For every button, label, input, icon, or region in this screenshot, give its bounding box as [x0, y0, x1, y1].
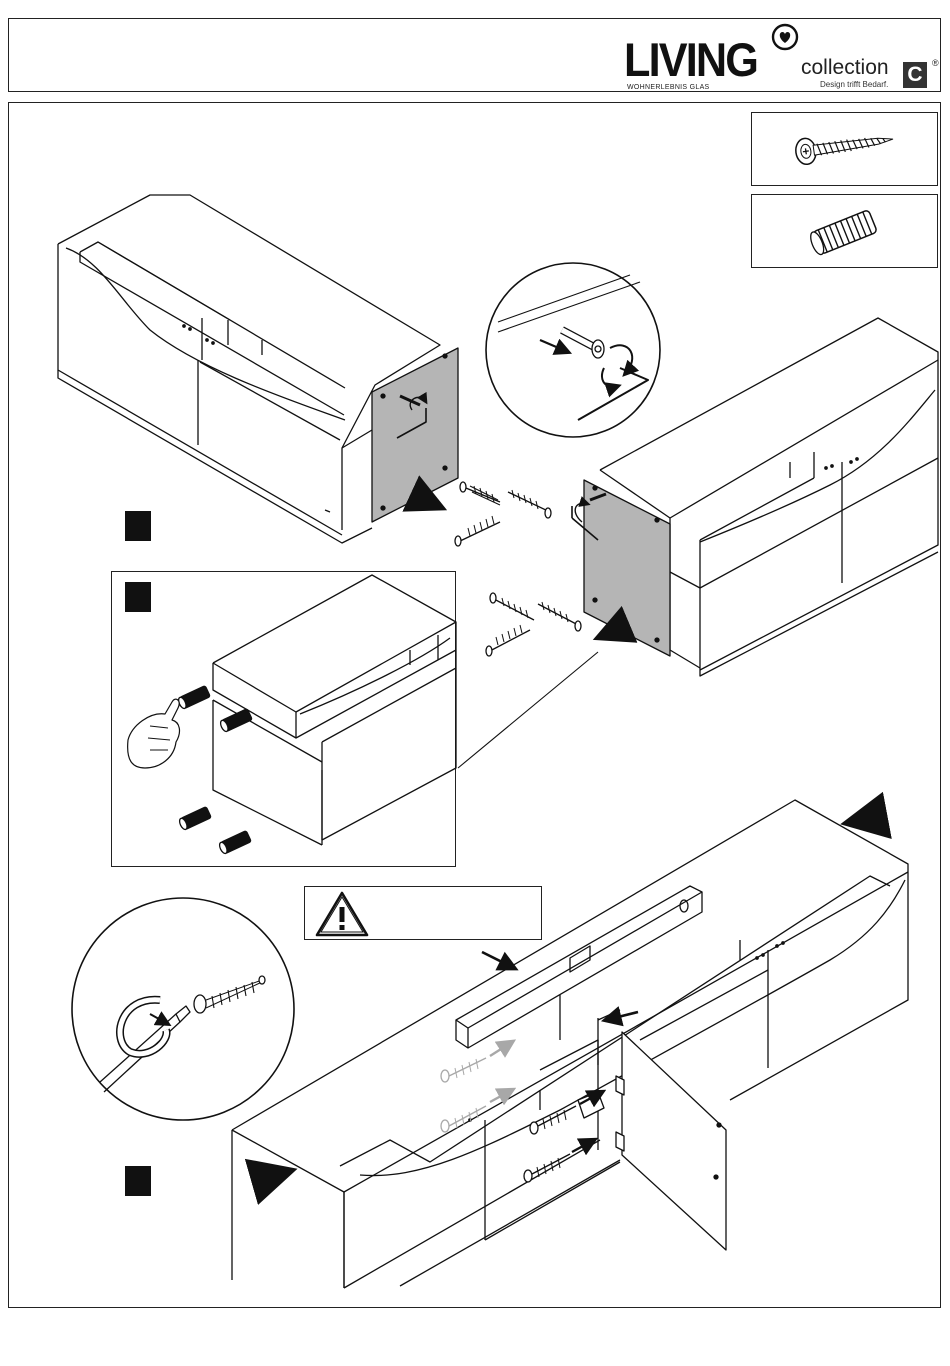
- connector-screws-lower: [486, 593, 581, 656]
- grey-screw-lower: [441, 1090, 512, 1132]
- warning-box: [304, 886, 542, 940]
- open-door: [622, 1032, 726, 1250]
- detail-circle-connector: [486, 263, 660, 437]
- push-arrow-top-right-icon: [852, 816, 884, 822]
- align-arrow-2-icon: [606, 1012, 638, 1020]
- dowels-inset: [177, 686, 252, 855]
- align-arrow-1-icon: [482, 952, 514, 968]
- right-side-panel: [584, 480, 670, 656]
- detail-circle-screwdriver: [72, 898, 294, 1120]
- hinge-plate: [578, 1092, 604, 1118]
- dowel-detail-drawing: [213, 575, 456, 845]
- black-screw-lower: [524, 1140, 594, 1182]
- hinge-lower: [616, 1132, 624, 1151]
- hinge-upper: [616, 1076, 624, 1095]
- warning-triangle-icon: [307, 887, 377, 941]
- joined-cabinet: [232, 800, 908, 1288]
- push-arrow-bottom-left-icon: [258, 1172, 286, 1180]
- detail-callout-line-top: [458, 652, 598, 768]
- grey-screw-upper: [441, 1042, 512, 1082]
- connector-screws-upper: [455, 482, 551, 546]
- hand-pressing-icon: [128, 699, 180, 768]
